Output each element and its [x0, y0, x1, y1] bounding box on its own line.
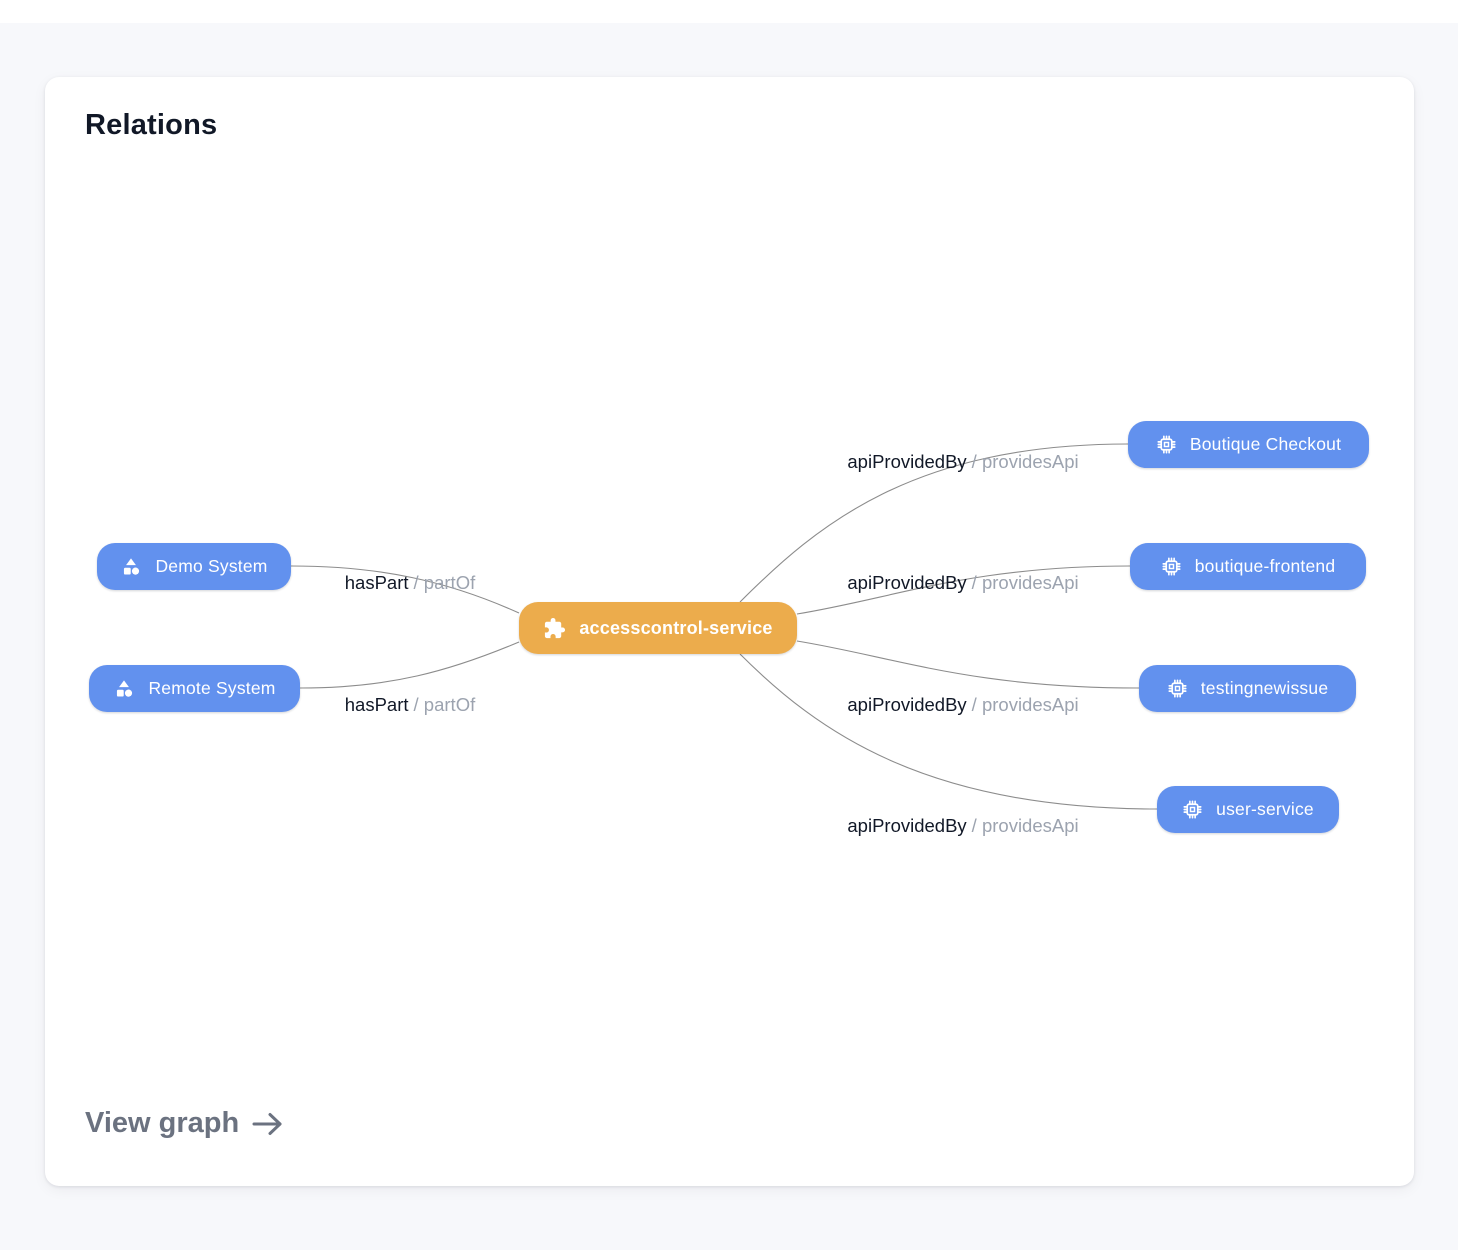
- node-label: boutique-frontend: [1194, 556, 1336, 576]
- node-label: Demo System: [155, 556, 268, 576]
- relations-card: Relations Demo System: [45, 77, 1414, 1186]
- node-boutique-checkout[interactable]: Boutique Checkout: [1128, 421, 1369, 468]
- edge-line: [299, 641, 520, 689]
- view-graph-link[interactable]: View graph: [85, 1107, 284, 1140]
- page-title: Relations: [85, 109, 218, 141]
- system-shapes-icon: [113, 678, 135, 700]
- edge-line: [739, 443, 1129, 603]
- node-demo-system[interactable]: Demo System: [97, 543, 291, 590]
- edge-label: hasPart/ partOf: [344, 572, 476, 593]
- edge-lines: [290, 443, 1158, 810]
- view-graph-label: View graph: [85, 1107, 240, 1139]
- chip-icon: [1182, 799, 1203, 820]
- chip-icon: [1167, 678, 1188, 699]
- chip-icon: [1161, 556, 1182, 577]
- node-label: accesscontrol-service: [579, 617, 773, 638]
- system-shapes-icon: [120, 556, 142, 578]
- edge-label: hasPart/ partOf: [344, 694, 476, 715]
- edge-label: apiProvidedBy/ providesApi: [847, 451, 1079, 472]
- relations-graph: Demo System Remote System accesscontrol-…: [45, 77, 1414, 1186]
- edge-line: [796, 640, 1140, 689]
- node-boutique-frontend[interactable]: boutique-frontend: [1130, 543, 1366, 590]
- node-testingnewissue[interactable]: testingnewissue: [1139, 665, 1356, 712]
- edge-line: [796, 565, 1131, 615]
- edge-label: apiProvidedBy/ providesApi: [847, 572, 1079, 593]
- node-user-service[interactable]: user-service: [1157, 786, 1339, 833]
- edge-line: [739, 653, 1158, 810]
- node-label: testingnewissue: [1200, 678, 1329, 698]
- edge-label: apiProvidedBy/ providesApi: [847, 694, 1079, 715]
- node-label: user-service: [1216, 799, 1314, 819]
- chip-icon: [1156, 434, 1177, 455]
- node-label: Remote System: [148, 678, 276, 698]
- edge-line: [290, 565, 520, 614]
- arrow-right-icon: [251, 1111, 284, 1137]
- node-remote-system[interactable]: Remote System: [89, 665, 300, 712]
- node-label: Boutique Checkout: [1189, 434, 1342, 454]
- node-accesscontrol-service[interactable]: accesscontrol-service: [519, 602, 797, 654]
- edge-label: apiProvidedBy/ providesApi: [847, 815, 1079, 836]
- puzzle-icon: [543, 617, 566, 640]
